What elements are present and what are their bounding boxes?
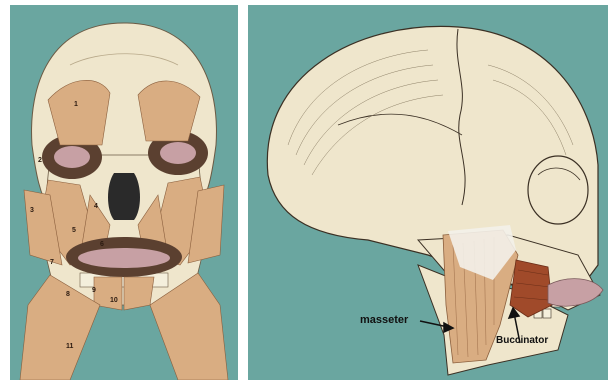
muscle-number-9: 9 [92, 287, 96, 294]
muscle-number-10: 10 [110, 297, 118, 304]
muscle-number-8: 8 [66, 291, 70, 298]
muscle-number-2: 2 [38, 157, 42, 164]
lateral-skull-drawing [248, 5, 608, 380]
lateral-skull-illustration: masseter Buccinator [248, 5, 608, 380]
muscle-number-4: 4 [94, 203, 98, 210]
buccinator-label: Buccinator [496, 335, 548, 346]
muscle-number-6: 6 [100, 241, 104, 248]
masseter-label: masseter [360, 314, 408, 326]
muscle-number-5: 5 [72, 227, 76, 234]
frontal-skull-illustration: 1 2 3 4 5 6 7 8 9 10 11 [10, 5, 238, 380]
frontal-skull-drawing [10, 5, 238, 380]
muscle-number-1: 1 [74, 101, 78, 108]
muscle-number-7: 7 [50, 259, 54, 266]
muscle-number-3: 3 [30, 207, 34, 214]
muscle-number-11: 11 [66, 343, 73, 350]
